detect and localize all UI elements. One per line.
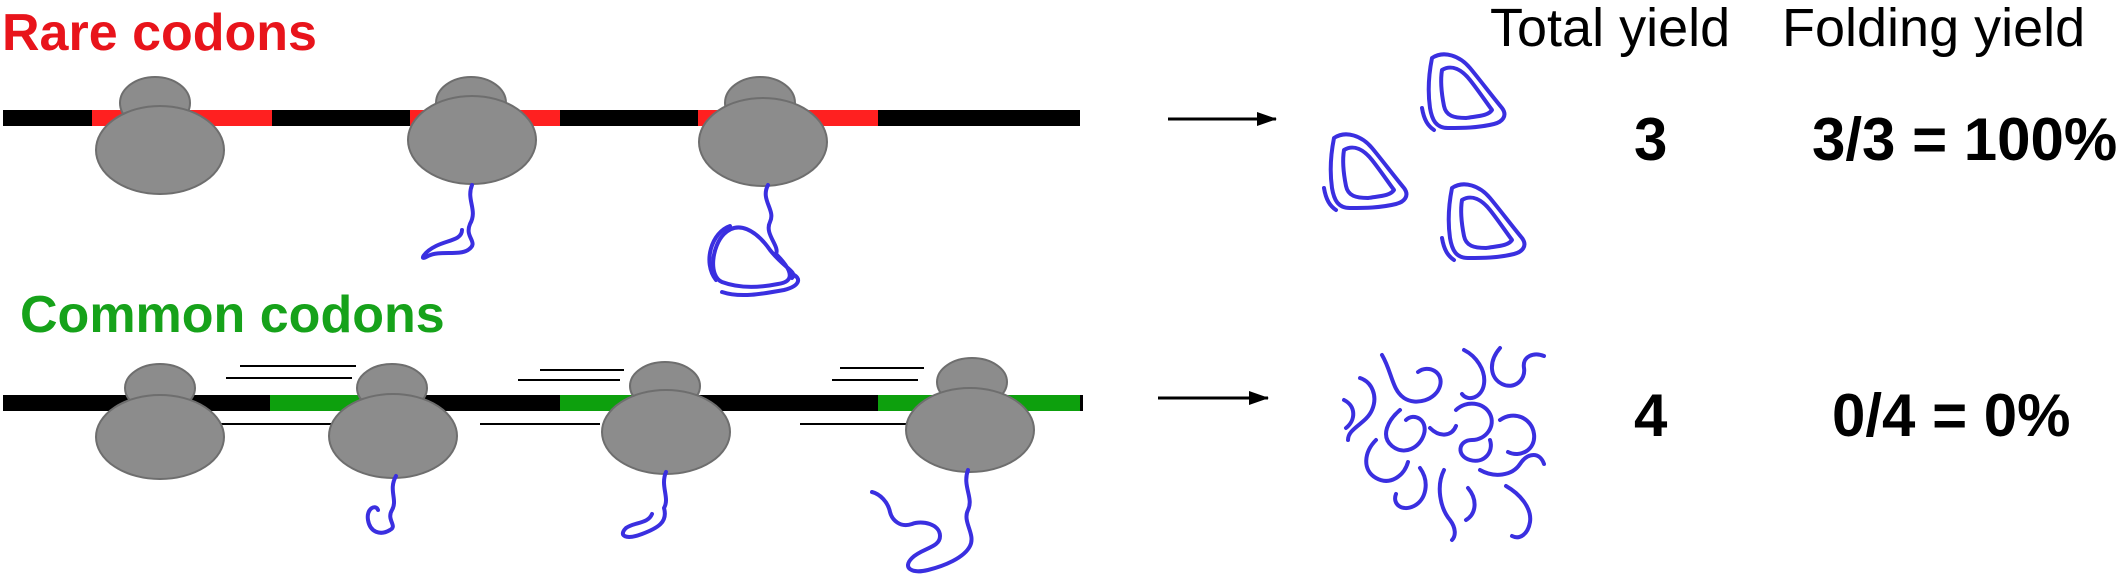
ribosome	[328, 363, 458, 479]
rare-total-yield: 3	[1634, 106, 1667, 173]
unfolded-protein	[870, 468, 974, 574]
nascent-protein	[420, 183, 475, 260]
nascent-protein	[365, 474, 398, 535]
ribosome	[407, 76, 537, 185]
folded-protein	[1420, 52, 1507, 132]
motion-lines	[205, 365, 924, 425]
folded-proteins	[1322, 52, 1527, 262]
ribosome	[601, 361, 731, 475]
common-codons-row	[3, 357, 1083, 574]
common-total-yield: 4	[1634, 382, 1668, 449]
ribosome	[905, 357, 1035, 473]
rare-folding-yield: 3/3 = 100%	[1812, 106, 2117, 173]
nascent-protein	[620, 470, 668, 539]
rare-codons-row	[3, 76, 1080, 298]
folding-protein	[707, 183, 801, 298]
misfolded-proteins	[1342, 346, 1546, 542]
total-yield-header: Total yield	[1490, 0, 1730, 58]
ribosome	[95, 363, 225, 480]
common-folding-yield: 0/4 = 0%	[1832, 382, 2071, 449]
rare-codons-title: Rare codons	[2, 4, 317, 62]
common-codons-title: Common codons	[20, 286, 445, 344]
folded-protein	[1322, 132, 1409, 212]
folded-protein	[1440, 182, 1527, 262]
ribosome	[95, 76, 225, 195]
folding-yield-header: Folding yield	[1782, 0, 2085, 58]
common-codon-segment	[270, 395, 360, 411]
ribosome	[698, 76, 828, 187]
